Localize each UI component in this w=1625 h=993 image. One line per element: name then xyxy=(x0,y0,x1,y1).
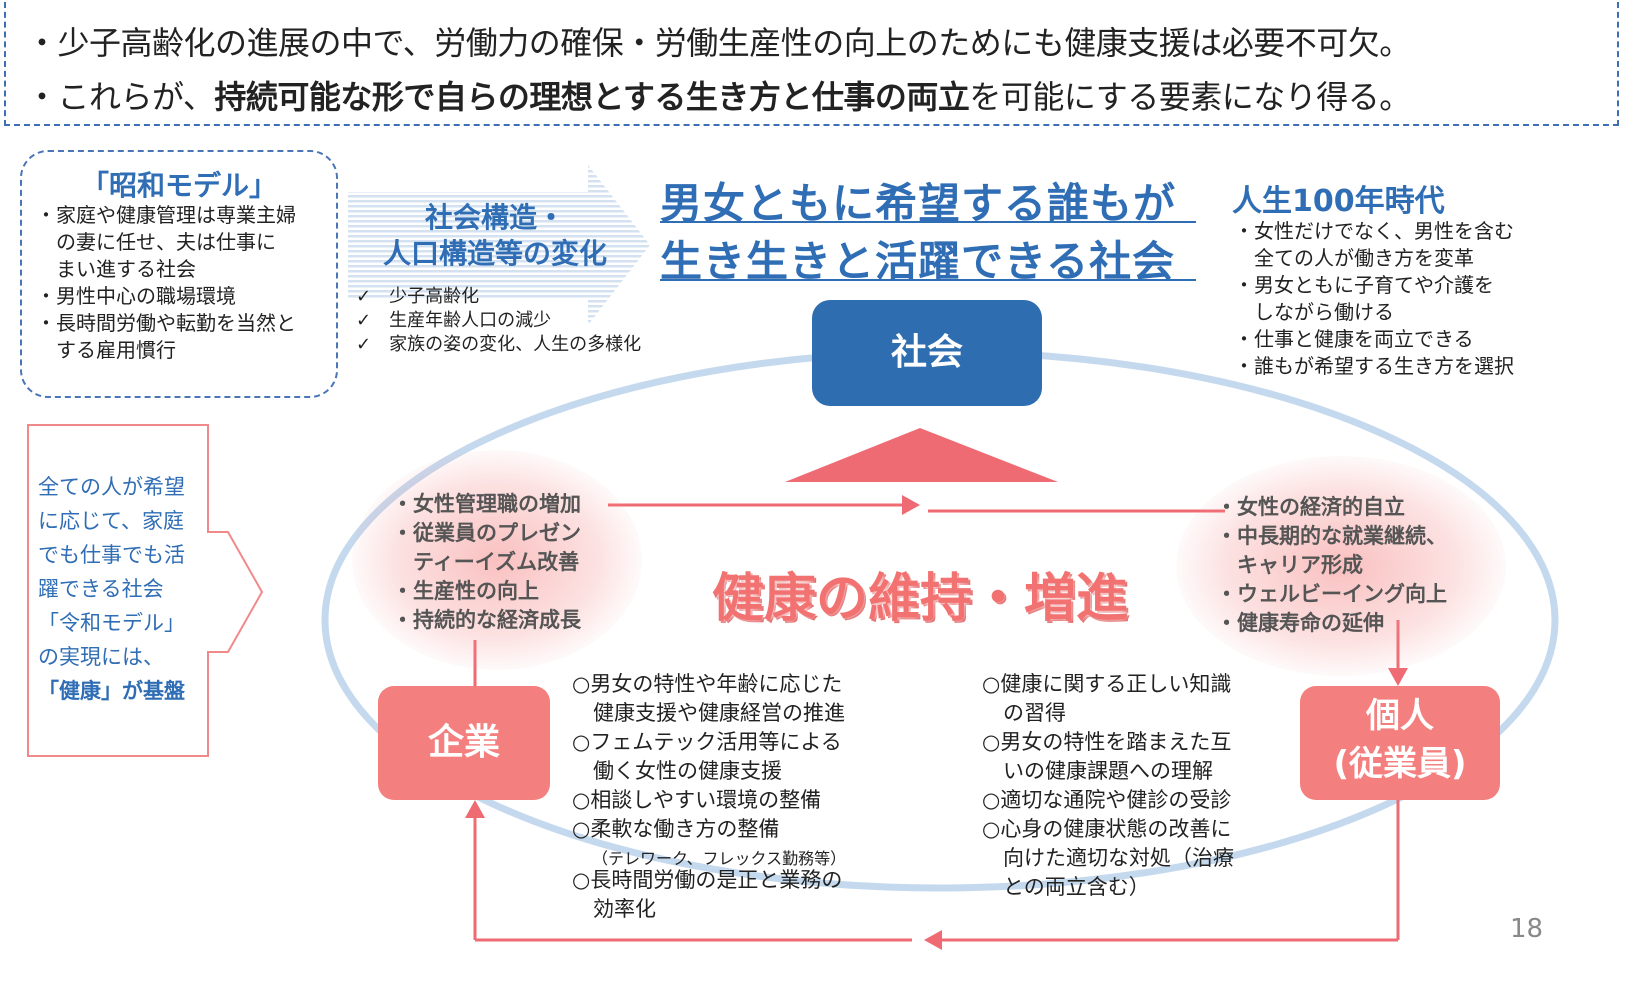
individual-glow xyxy=(1176,456,1506,676)
up-triangle xyxy=(785,428,1058,482)
company-label: 企業 xyxy=(427,722,500,763)
showa-item: ・家庭や健康管理は専業主婦 xyxy=(36,203,296,227)
summary-banner xyxy=(4,2,1619,126)
showa-item: の妻に任せ、夫は仕事に xyxy=(36,230,276,254)
corporate-glow xyxy=(352,450,642,670)
change-item: ✓ 少子高齢化 xyxy=(356,286,480,307)
company-measure: 健康支援や健康経営の推進 xyxy=(572,701,845,725)
change-arrow xyxy=(348,165,650,325)
life100-item: ・男女ともに子育てや介護を xyxy=(1234,273,1494,297)
individual-node xyxy=(1300,686,1500,800)
individual-measure: いの健康課題への理解 xyxy=(982,759,1213,783)
individual-measure: 向けた適切な対処（治療 xyxy=(982,846,1234,870)
company-measure: ○長時間労働の是正と業務の xyxy=(572,868,843,892)
company-measure: 効率化 xyxy=(572,897,656,921)
individual-outcome: キャリア形成 xyxy=(1216,553,1363,577)
individual-outcome: ・女性の経済的自立 xyxy=(1216,495,1405,519)
life100-item: 全ての人が働き方を変革 xyxy=(1234,246,1474,270)
individual-outcome: ・ウェルビーイング向上 xyxy=(1216,582,1447,606)
individual-label: 個人 (従業員) xyxy=(1333,696,1467,784)
individual-outcome: ・中長期的な就業継続、 xyxy=(1216,524,1447,548)
company-node xyxy=(378,686,550,800)
individual-measure: ○男女の特性を踏まえた互 xyxy=(982,730,1232,754)
showa-item: ・男性中心の職場環境 xyxy=(36,284,236,308)
individual-outcome: ・健康寿命の延伸 xyxy=(1216,611,1384,635)
summary-line-2: ・これらが、持続可能な形で自らの理想とする生き方と仕事の両立を可能にする要素にな… xyxy=(26,78,1411,116)
life100-item: ・誰もが希望する生き方を選択 xyxy=(1234,354,1514,378)
company-measure-note: （テレワーク、フレックス勤務等） xyxy=(592,849,847,868)
summary-line-1: ・少子高齢化の進展の中で、労働力の確保・労働生産性の向上のためにも健康支援は必要… xyxy=(26,24,1411,62)
corporate-outcome: ティーイズム改善 xyxy=(392,550,580,574)
company-measure: 働く女性の健康支援 xyxy=(572,759,782,783)
reiwa-arrow-box xyxy=(27,424,264,757)
headline-underline xyxy=(660,221,1196,223)
headline-line-1: 男女ともに希望する誰もが xyxy=(660,179,1177,228)
individual-measure: ○健康に関する正しい知識 xyxy=(982,672,1232,696)
life100-item: しながら働ける xyxy=(1234,300,1394,324)
society-node xyxy=(812,300,1042,406)
company-measure: ○フェムテック活用等による xyxy=(572,730,842,754)
showa-item: まい進する社会 xyxy=(36,257,196,281)
company-measure: ○男女の特性や年齢に応じた xyxy=(572,672,843,696)
showa-model-title: 「昭和モデル」 xyxy=(80,169,277,202)
life100-item: ・仕事と健康を両立できる xyxy=(1234,327,1474,351)
center-title: 健康の維持・増進 xyxy=(712,569,1129,629)
change-title: 社会構造・人口構造等の変化 xyxy=(382,201,607,270)
individual-measure: の習得 xyxy=(982,701,1066,725)
individual-measure: ○適切な通院や健診の受診 xyxy=(982,788,1232,812)
change-item: ✓ 生産年齢人口の減少 xyxy=(356,310,552,331)
life100-title: 人生100年時代 xyxy=(1232,184,1445,219)
showa-item: ・長時間労働や転勤を当然と xyxy=(36,311,296,335)
corporate-outcome: ・従業員のプレゼン xyxy=(392,521,581,545)
company-measure: ○相談しやすい環境の整備 xyxy=(572,788,822,812)
showa-model-box xyxy=(20,150,338,398)
showa-item: する雇用慣行 xyxy=(36,338,176,362)
headline-line-2: 生き生きと活躍できる社会 xyxy=(660,237,1176,286)
headline-underline xyxy=(660,279,1196,281)
society-label: 社会 xyxy=(890,332,963,373)
individual-measure: との両立含む） xyxy=(982,875,1150,899)
corporate-outcome: ・生産性の向上 xyxy=(392,579,539,603)
reiwa-model-text: 全ての人が希望 に応じて、家庭 でも仕事でも活 躍できる社会 「令和モデル」 の… xyxy=(38,475,185,703)
corporate-outcome: ・女性管理職の増加 xyxy=(392,492,581,516)
individual-measure: ○心身の健康状態の改善に xyxy=(982,817,1232,841)
life100-item: ・女性だけでなく、男性を含む xyxy=(1234,219,1514,243)
company-measure: ○柔軟な働き方の整備 xyxy=(572,817,780,841)
change-item: ✓ 家族の姿の変化、人生の多様化 xyxy=(356,334,642,355)
corporate-outcome: ・持続的な経済成長 xyxy=(392,608,581,632)
page-number: 18 xyxy=(1510,914,1544,944)
